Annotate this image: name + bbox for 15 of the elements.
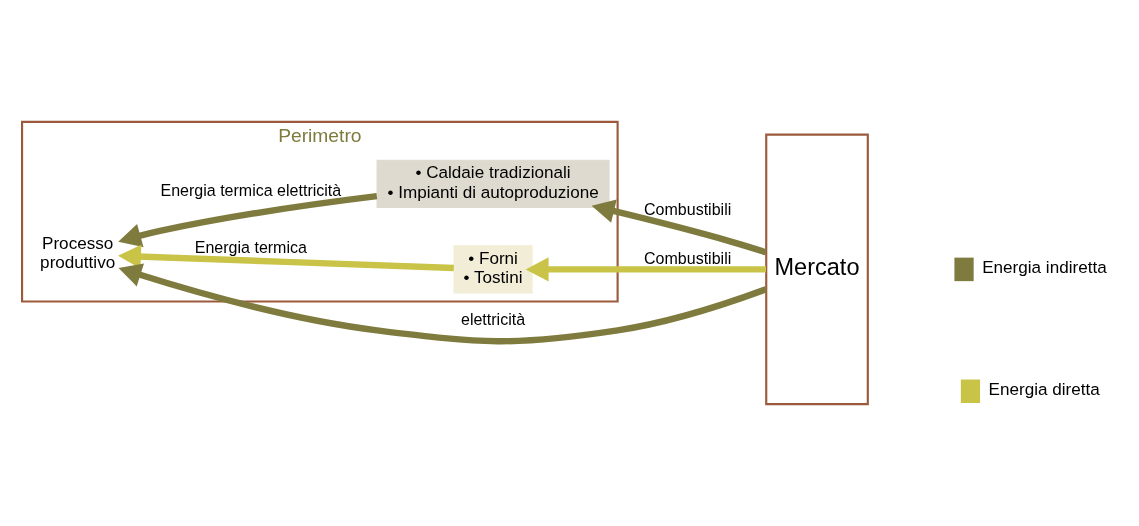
legend-label: Energia diretta xyxy=(988,379,1100,399)
edge-label: Energia termica xyxy=(194,237,307,256)
edge-label: elettricità xyxy=(461,309,526,328)
edge-label: Energia termica elettricità xyxy=(160,180,342,199)
arrow xyxy=(118,192,378,247)
node-text: Processo produttivo xyxy=(40,233,116,272)
arrow xyxy=(117,244,454,271)
arrow xyxy=(118,262,768,344)
node-box: • Caldaie tradizionali • Impianti di autoproduzione xyxy=(376,159,610,208)
edge-label: Combustibili xyxy=(644,248,732,267)
legend-label: Energia indiretta xyxy=(982,257,1107,277)
node-box: Mercato xyxy=(765,133,869,405)
arrow xyxy=(591,198,767,255)
node-box: • Forni • Tostini xyxy=(453,244,533,293)
edge-label: Combustibili xyxy=(644,199,732,218)
